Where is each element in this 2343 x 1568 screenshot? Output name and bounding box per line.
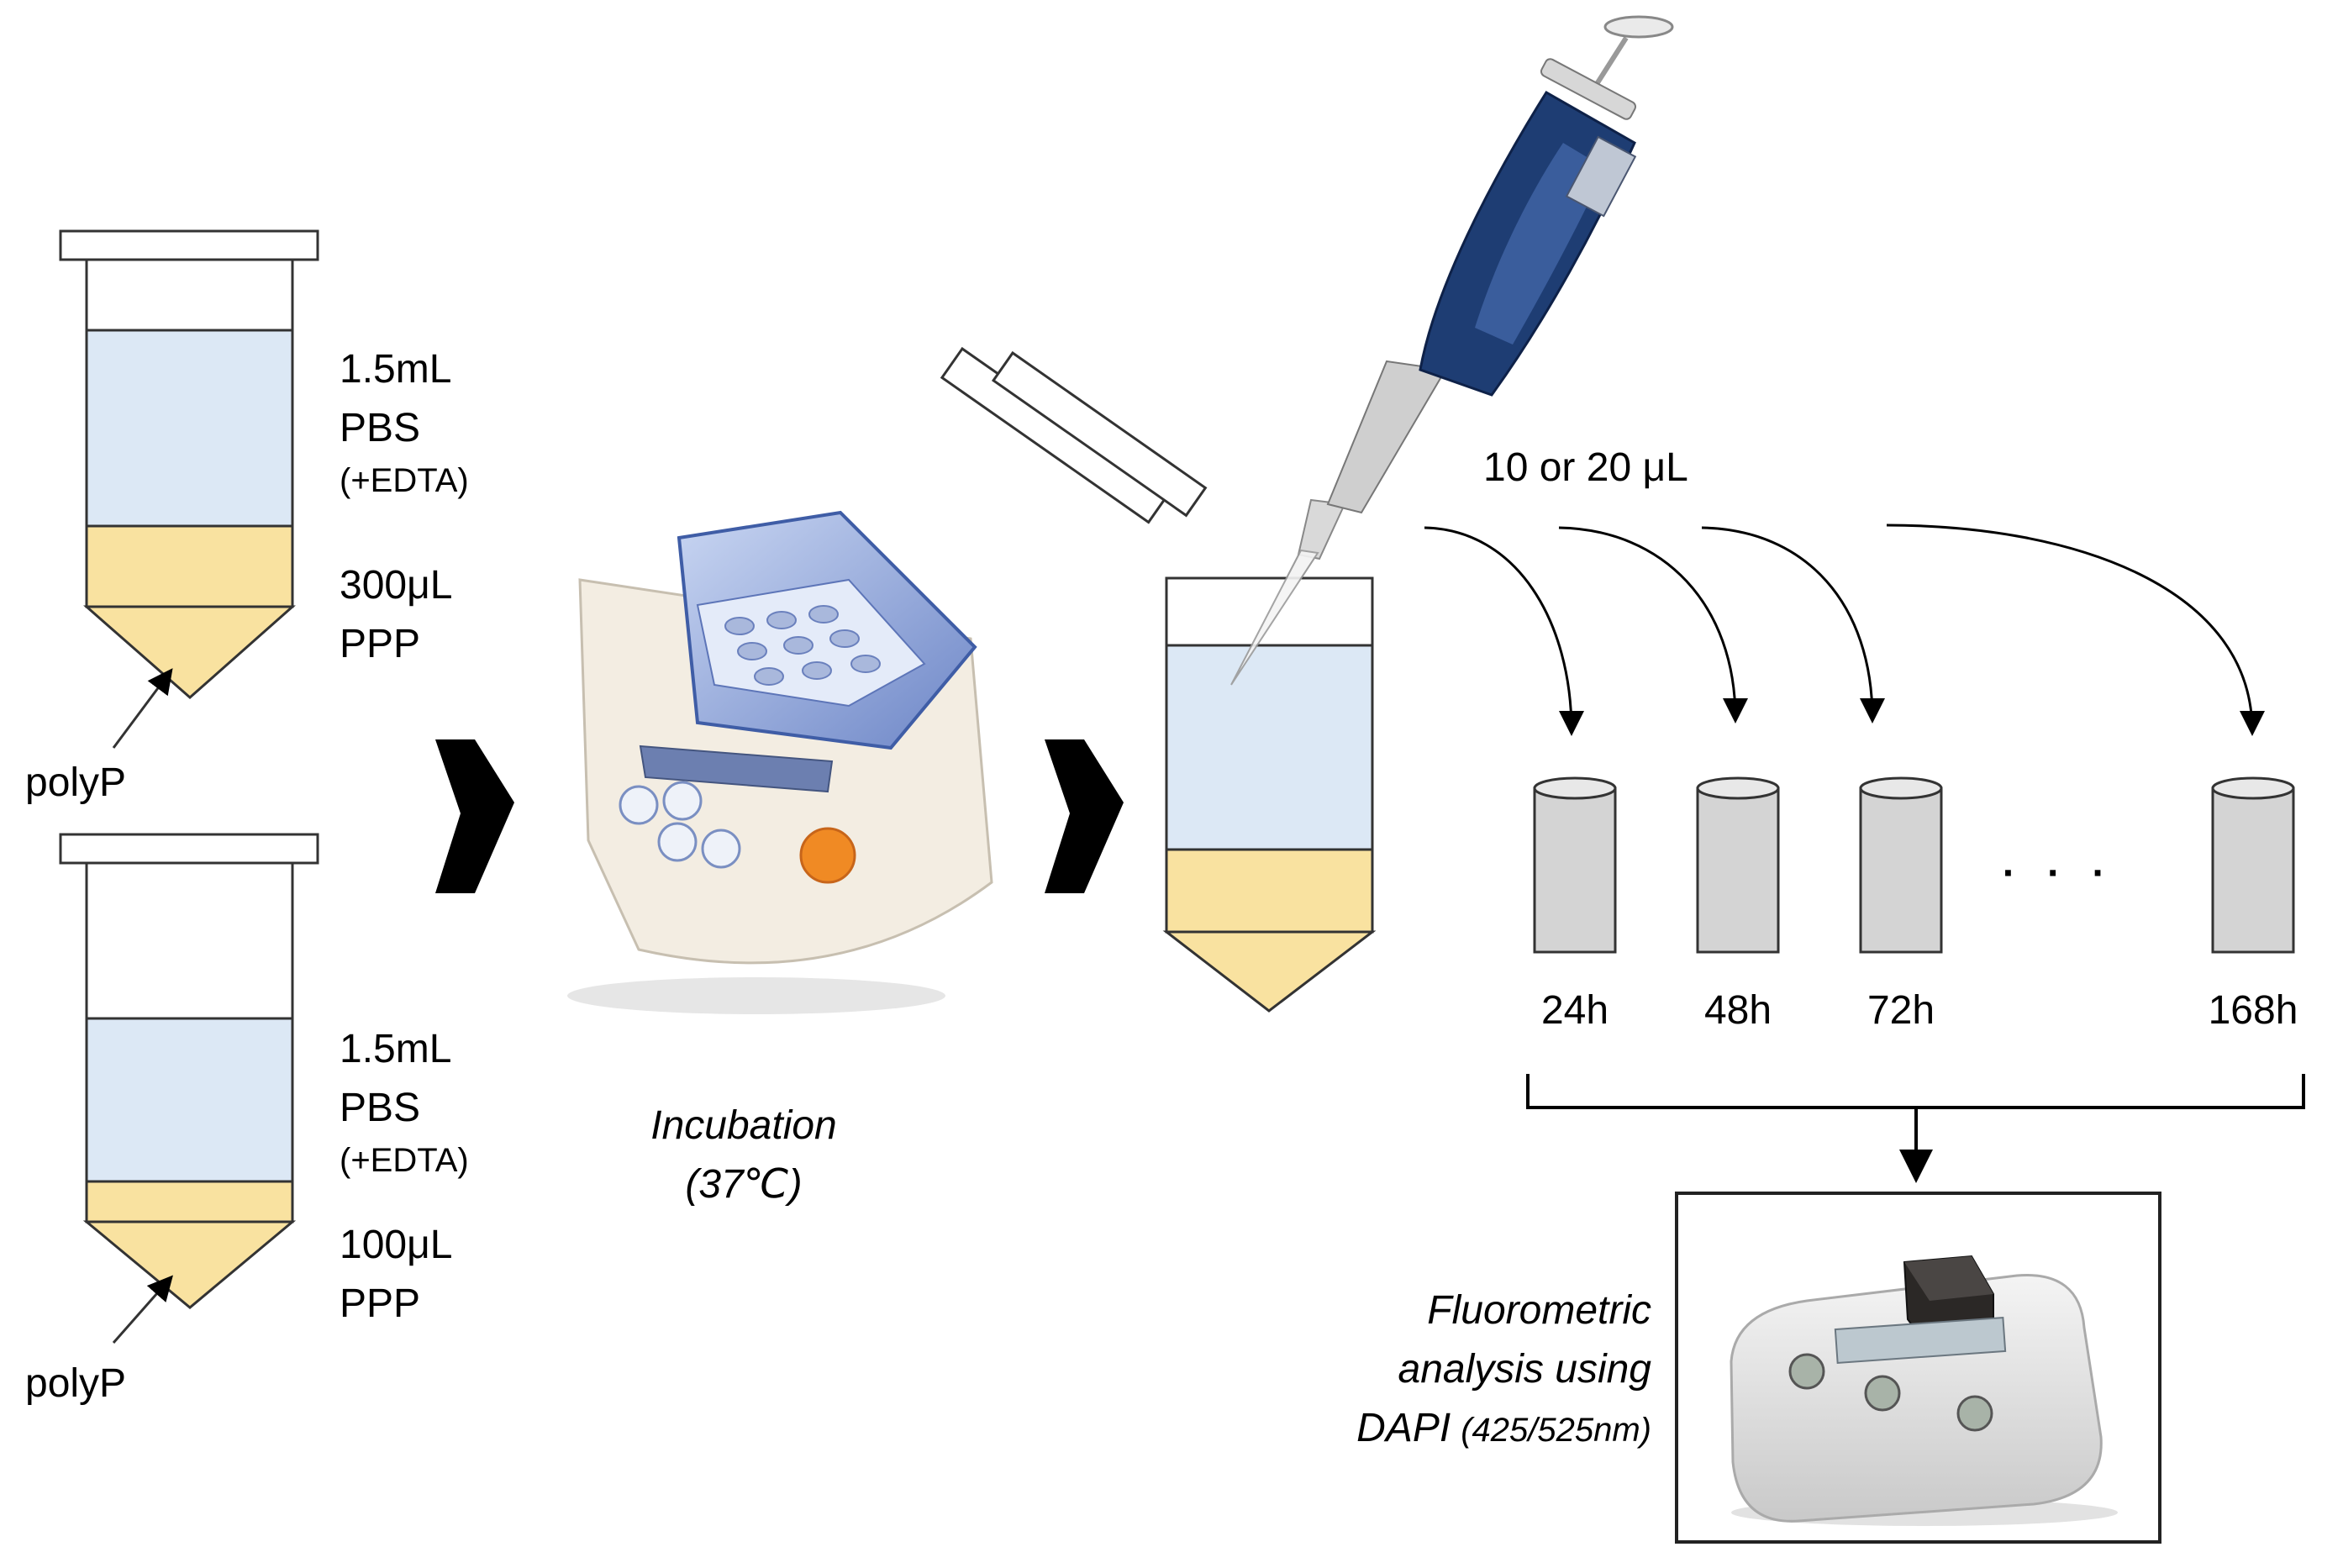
pbs-layer — [85, 329, 294, 528]
analysis-dapi: DAPI — [1356, 1406, 1451, 1450]
flow-arrow-1 — [435, 739, 514, 893]
start-button — [799, 827, 856, 884]
vial-48h — [1696, 776, 1780, 954]
fluorometer-photo — [1675, 1192, 2161, 1544]
analysis-line3: DAPI (425/525nm) — [1356, 1406, 1651, 1450]
tube1-pbs-label: PBS — [340, 406, 420, 450]
control-button — [619, 785, 659, 825]
tube-cap — [59, 229, 319, 261]
control-button — [662, 781, 703, 821]
sampling-volume-label: 10 or 20 μL — [1483, 445, 1688, 490]
tube-100ul: 1.5mL PBS (+EDTA) 100μL PPP polyP — [25, 833, 469, 1406]
sampling-arrow-24h — [1424, 526, 1584, 736]
tube2-pbs-note: (+EDTA) — [340, 1142, 469, 1179]
incubation-label: Incubation — [650, 1103, 837, 1148]
device-body — [1730, 1274, 2103, 1523]
sampling-arrow-48h — [1558, 526, 1748, 723]
analysis-wavelengths: (425/525nm) — [1461, 1412, 1651, 1449]
tube-headspace — [85, 861, 294, 1020]
incubation-temperature: (37℃) — [685, 1162, 802, 1207]
polyp-pointer-arrow — [112, 668, 173, 749]
vial-168h — [2211, 776, 2295, 954]
control-button — [657, 822, 698, 862]
timepoint-24h: 24h — [1541, 988, 1609, 1033]
incubator-shadow — [567, 977, 945, 1014]
pbs-layer — [1165, 644, 1374, 851]
cuvette-lid-top — [1904, 1256, 1993, 1301]
tube1-pbs-volume: 1.5mL — [340, 347, 451, 392]
timepoint-48h: 48h — [1704, 988, 1772, 1033]
open-lid-inner — [991, 350, 1208, 518]
vials-ellipsis: · · · — [2003, 851, 2116, 896]
tube-tip — [83, 605, 296, 699]
display-panel — [639, 745, 834, 793]
sample-tube-open — [940, 346, 1377, 1013]
volume-counter — [1565, 135, 1637, 218]
tube-tip — [82, 1220, 297, 1309]
tube2-ppp-volume: 100μL — [340, 1223, 452, 1267]
tube2-pbs-volume: 1.5mL — [340, 1027, 451, 1071]
timepoint-bracket — [1526, 1074, 2305, 1109]
sampling-arrow-168h — [1886, 524, 2265, 736]
pbs-layer — [85, 1017, 294, 1183]
tube2-polyp-label: polyP — [25, 1361, 126, 1406]
plunger-rod — [1594, 36, 1629, 86]
ppp-layer — [1165, 848, 1374, 934]
pipette-shaft-upper — [1326, 360, 1447, 514]
device-button — [1788, 1353, 1825, 1390]
device-button — [1864, 1375, 1901, 1412]
polyp-pointer-arrow — [112, 1275, 173, 1344]
tube-headspace — [85, 258, 294, 332]
flow-arrow-2 — [1045, 739, 1124, 893]
analysis-line2: analysis using — [1398, 1347, 1652, 1392]
pipette-shaft — [1297, 498, 1346, 560]
ppp-layer — [85, 1180, 294, 1223]
tube1-ppp-label: PPP — [340, 622, 420, 666]
timepoint-168h: 168h — [2209, 988, 2298, 1033]
plunger-button — [1603, 15, 1674, 39]
tube2-ppp-label: PPP — [340, 1281, 420, 1326]
tube1-pbs-note: (+EDTA) — [340, 462, 469, 499]
vial-24h — [1533, 776, 1617, 954]
tube-tip — [1162, 930, 1377, 1013]
lcd-display — [1834, 1317, 2007, 1364]
ppp-layer — [85, 524, 294, 608]
tube-wells — [724, 605, 881, 686]
control-button — [701, 829, 741, 869]
tube1-polyp-label: polyP — [25, 760, 126, 805]
tip-ejector — [1540, 58, 1637, 120]
sampling-arrow-72h — [1701, 526, 1885, 723]
pipette-tip-in-tube — [1230, 549, 1319, 686]
analysis-line1: Fluorometric — [1427, 1288, 1651, 1333]
tube-300ul: 1.5mL PBS (+EDTA) 300μL PPP polyP — [25, 229, 469, 805]
vial-72h — [1859, 776, 1943, 954]
device-button — [1956, 1395, 1993, 1432]
tube-cap — [59, 833, 319, 865]
timepoint-72h: 72h — [1867, 988, 1935, 1033]
tube2-pbs-label: PBS — [340, 1086, 420, 1130]
incubator-illustration: Incubation (37℃) — [567, 510, 993, 1207]
open-lid — [940, 346, 1171, 524]
tube1-ppp-volume: 300μL — [340, 563, 452, 608]
